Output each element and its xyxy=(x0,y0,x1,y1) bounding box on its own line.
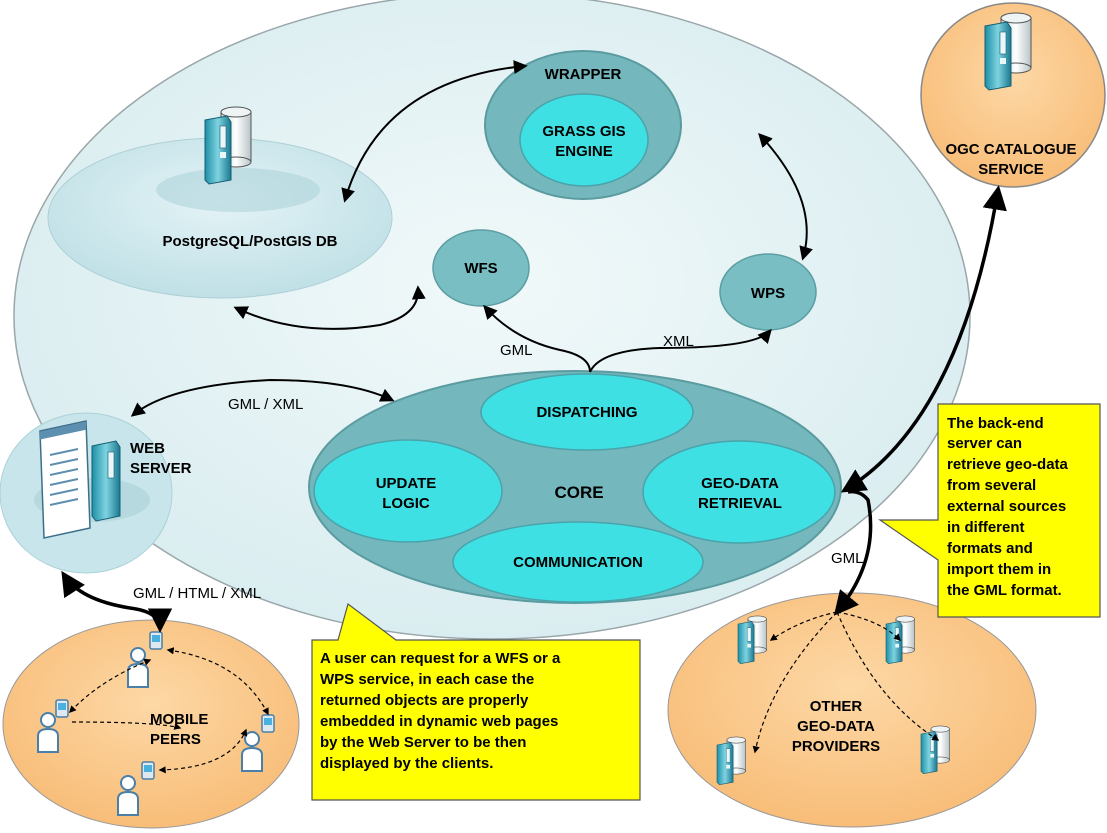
svg-text:WPS service, in each case the: WPS service, in each case the xyxy=(320,671,534,688)
update-label-2: LOGIC xyxy=(382,495,430,512)
update-label-1: UPDATE xyxy=(376,475,437,492)
arrow-web-core xyxy=(130,378,395,417)
handheld-icon xyxy=(261,714,275,733)
arrow-web-mobile xyxy=(61,570,173,633)
svg-text:The back-end: The back-end xyxy=(947,415,1044,432)
arrow-providers-geodata xyxy=(833,489,873,616)
ogc-label-1: OGC CATALOGUE xyxy=(945,141,1076,158)
person-icon xyxy=(241,731,263,772)
peer-connections xyxy=(69,647,269,774)
person-icon xyxy=(37,712,59,753)
other-label-1: OTHER xyxy=(810,698,863,715)
handheld-icon xyxy=(141,761,155,780)
web-label-2: SERVER xyxy=(130,460,192,477)
svg-text:import them in: import them in xyxy=(947,561,1051,578)
mobile-label-2: PEERS xyxy=(150,731,201,748)
handheld-icon xyxy=(149,631,163,650)
wfs-label: WFS xyxy=(464,260,497,277)
bottom-callout-text: A user can request for a WFS or a WPS se… xyxy=(320,650,561,772)
edge-label-gml-html-xml: GML / HTML / XML xyxy=(133,585,261,602)
svg-text:formats and: formats and xyxy=(947,540,1033,557)
communication-label: COMMUNICATION xyxy=(513,554,643,571)
svg-text:in different: in different xyxy=(947,519,1025,536)
arrow-ogc-geodata xyxy=(840,185,1007,493)
dispatching-label: DISPATCHING xyxy=(536,404,637,421)
bottom-callout xyxy=(311,602,641,801)
wps-label: WPS xyxy=(751,285,785,302)
arrow-db-wrapper xyxy=(341,60,528,203)
person-icon xyxy=(117,775,139,816)
person-icon xyxy=(127,647,149,688)
edge-label-gml-providers: GML xyxy=(831,550,864,567)
svg-text:external sources: external sources xyxy=(947,498,1066,515)
svg-text:by the Web Server to be then: by the Web Server to be then xyxy=(320,734,526,751)
connectors xyxy=(130,60,813,417)
ogc-label-2: SERVICE xyxy=(978,161,1044,178)
mobile-label-1: MOBILE xyxy=(150,711,208,728)
svg-text:displayed by the clients.: displayed by the clients. xyxy=(320,755,493,772)
other-label-2: GEO-DATA xyxy=(797,718,875,735)
other-label-3: PROVIDERS xyxy=(792,738,880,755)
svg-text:returned objects are properly: returned objects are properly xyxy=(320,692,529,709)
arrow-db-wfs xyxy=(233,285,426,330)
svg-text:the GML format.: the GML format. xyxy=(947,582,1062,599)
web-server-tower-icon xyxy=(91,440,121,522)
postgres-label: PostgreSQL/PostGIS DB xyxy=(162,233,337,250)
svg-text:A user can request for a WFS o: A user can request for a WFS or a xyxy=(320,650,561,667)
arrow-wrapper-wps xyxy=(758,132,813,261)
svg-text:server can: server can xyxy=(947,435,1022,452)
postgres-shadow xyxy=(156,168,320,212)
wfs-node[interactable] xyxy=(432,229,530,307)
dispatching-module[interactable] xyxy=(480,373,694,451)
communication-module[interactable] xyxy=(452,521,704,603)
grass-label-1: GRASS GIS xyxy=(542,123,625,140)
svg-text:retrieve geo-data: retrieve geo-data xyxy=(947,456,1069,473)
arrow-core-wps xyxy=(589,328,772,373)
update-logic-module[interactable] xyxy=(313,439,503,543)
geo-label-2: RETRIEVAL xyxy=(698,495,782,512)
grass-gis-engine[interactable] xyxy=(519,93,649,187)
edge-label-gml-xml: GML / XML xyxy=(228,396,303,413)
geo-data-retrieval-module[interactable] xyxy=(642,440,836,544)
svg-text:embedded in dynamic web pages: embedded in dynamic web pages xyxy=(320,713,558,730)
thick-connectors xyxy=(61,185,1007,633)
handheld-icon xyxy=(55,699,69,718)
core-label: CORE xyxy=(554,483,603,502)
grass-label-2: ENGINE xyxy=(555,143,613,160)
edge-label-xml: XML xyxy=(663,333,694,350)
wrapper-label: WRAPPER xyxy=(545,66,622,83)
right-callout-text: The back-end server can retrieve geo-dat… xyxy=(947,415,1069,599)
arrow-wfs-core xyxy=(483,304,591,373)
ogc-catalogue-ellipse[interactable] xyxy=(920,2,1106,188)
edge-label-gml: GML xyxy=(500,342,533,359)
web-document-icon xyxy=(39,420,91,539)
web-label-1: WEB xyxy=(130,440,165,457)
right-callout xyxy=(878,403,1101,618)
svg-text:from several: from several xyxy=(947,477,1036,494)
geo-label-1: GEO-DATA xyxy=(701,475,779,492)
